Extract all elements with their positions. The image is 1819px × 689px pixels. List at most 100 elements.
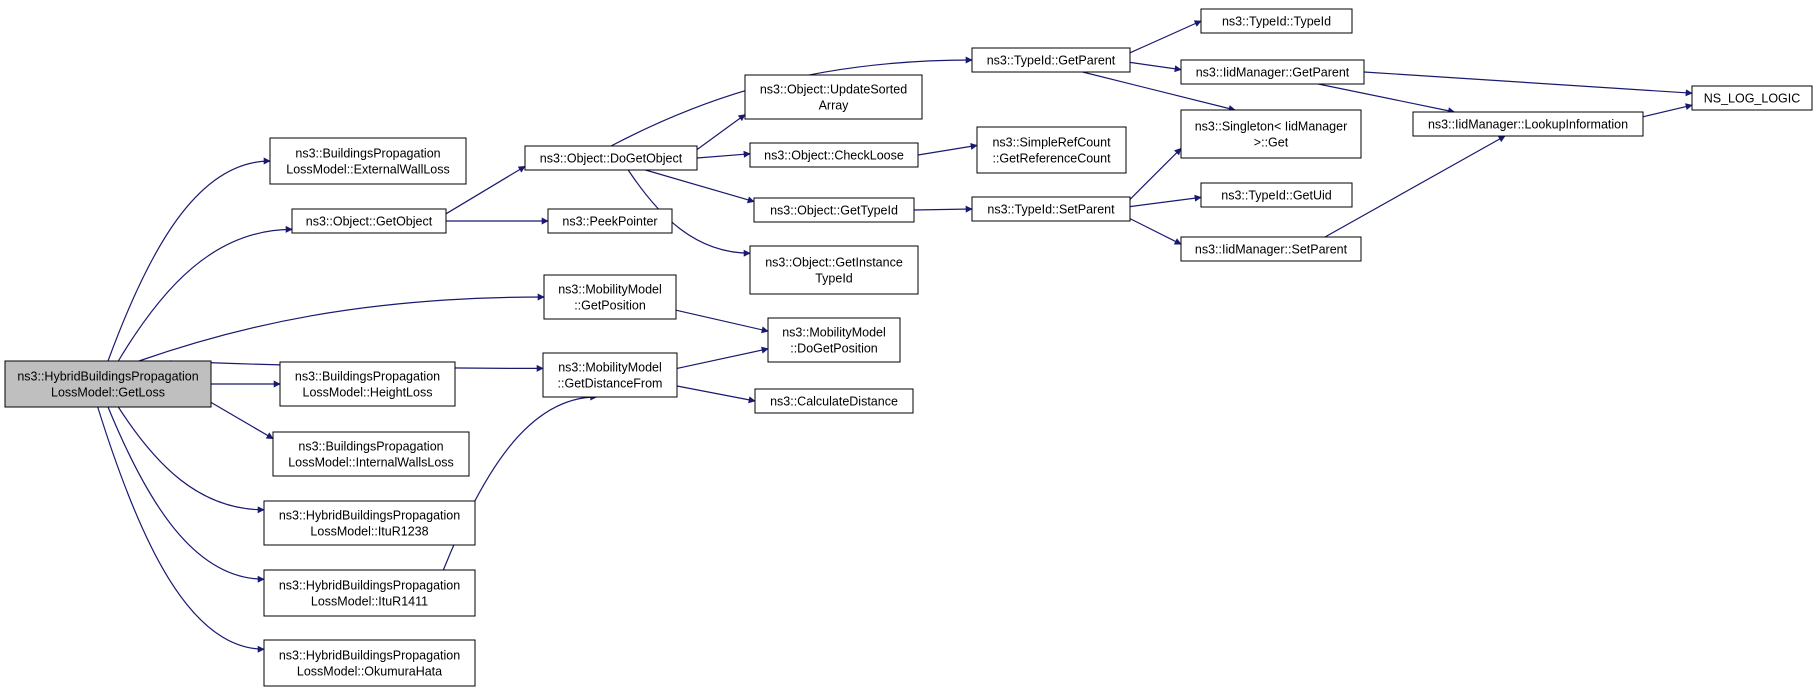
node-box bbox=[547, 208, 673, 234]
node-obj-gettypeid[interactable]: ns3::Object::GetTypeId bbox=[753, 197, 915, 223]
edge-iid_getparent-to-ns_log_logic bbox=[1363, 71, 1693, 97]
node-obj-checkloose[interactable]: ns3::Object::CheckLoose bbox=[749, 142, 919, 168]
node-label-line: ns3::TypeId::GetUid bbox=[1221, 189, 1332, 203]
node-box bbox=[543, 274, 677, 320]
edge-root-to-hb_itur1411 bbox=[107, 406, 265, 583]
node-label-line: LossModel::OkumuraHata bbox=[297, 665, 442, 679]
node-label-line: ::GetPosition bbox=[574, 299, 646, 313]
node-hb-okumura[interactable]: ns3::HybridBuildingsPropagationLossModel… bbox=[263, 639, 476, 687]
node-box bbox=[1412, 111, 1644, 137]
edge-typeid_getparent-to-iid_getparent bbox=[1129, 61, 1182, 73]
node-mm-getposition[interactable]: ns3::MobilityModel::GetPosition bbox=[543, 274, 677, 320]
node-label-line: ns3::IidManager::LookupInformation bbox=[1428, 118, 1628, 132]
node-label-line: TypeId bbox=[815, 272, 853, 286]
node-obj-getobject[interactable]: ns3::Object::GetObject bbox=[291, 208, 447, 234]
node-box bbox=[263, 500, 476, 546]
node-box bbox=[744, 74, 923, 120]
node-typeid-setparent[interactable]: ns3::TypeId::SetParent bbox=[971, 196, 1131, 222]
node-box bbox=[272, 431, 470, 477]
node-label-line: ns3::TypeId::TypeId bbox=[1222, 15, 1331, 29]
edge-obj_getobject-to-obj_dogetobject bbox=[445, 165, 526, 215]
node-ns-log-logic[interactable]: NS_LOG_LOGIC bbox=[1691, 85, 1813, 111]
edge-obj_dogetobject-to-obj_updatesorted bbox=[696, 114, 746, 151]
node-label-line: ::DoGetPosition bbox=[790, 342, 878, 356]
node-singleton-get[interactable]: ns3::Singleton< IidManager>::Get bbox=[1180, 109, 1362, 159]
edge-typeid_getparent-to-typeid_typeid bbox=[1129, 20, 1202, 54]
node-mm-getdistance[interactable]: ns3::MobilityModel::GetDistanceFrom bbox=[542, 352, 678, 398]
node-label-line: ns3::BuildingsPropagation bbox=[298, 440, 443, 454]
node-label-line: LossModel::ItuR1411 bbox=[311, 595, 428, 609]
edge-root-to-mm_getposition bbox=[138, 293, 545, 362]
node-box bbox=[1691, 85, 1813, 111]
node-mm-dogetposition[interactable]: ns3::MobilityModel::DoGetPosition bbox=[767, 317, 901, 363]
edge-obj_dogetobject-to-obj_gettypeid bbox=[645, 169, 755, 204]
node-typeid-typeid[interactable]: ns3::TypeId::TypeId bbox=[1200, 8, 1353, 34]
node-label-line: ns3::Object::GetInstance bbox=[765, 256, 903, 270]
node-typeid-getuid[interactable]: ns3::TypeId::GetUid bbox=[1200, 182, 1353, 208]
node-label-line: LossModel::ItuR1238 bbox=[310, 525, 428, 539]
edge-iid_getparent-to-iid_lookup bbox=[1318, 83, 1456, 115]
edge-typeid_getparent-to-singleton_get bbox=[1082, 71, 1236, 112]
node-label-line: LossModel::ExternalWallLoss bbox=[286, 163, 450, 177]
node-box bbox=[1200, 182, 1353, 208]
node-box bbox=[279, 361, 456, 407]
node-root[interactable]: ns3::HybridBuildingsPropagationLossModel… bbox=[4, 360, 212, 408]
node-label-line: ns3::Object::UpdateSorted bbox=[760, 83, 907, 97]
node-box bbox=[1200, 8, 1353, 34]
node-label-line: ns3::MobilityModel bbox=[558, 283, 662, 297]
node-iid-getparent[interactable]: ns3::IidManager::GetParent bbox=[1180, 59, 1365, 85]
edge-mm_getdistance-to-mm_dogetposition bbox=[676, 346, 769, 369]
node-box bbox=[749, 245, 919, 295]
node-typeid-getparent[interactable]: ns3::TypeId::GetParent bbox=[971, 47, 1131, 73]
edge-root-to-obj_getobject bbox=[117, 225, 293, 362]
node-box bbox=[1180, 109, 1362, 159]
node-box bbox=[263, 639, 476, 687]
node-obj-dogetobject[interactable]: ns3::Object::DoGetObject bbox=[524, 145, 698, 171]
node-box bbox=[263, 569, 476, 617]
node-label-line: ns3::IidManager::GetParent bbox=[1196, 66, 1350, 80]
node-label-line: ns3::Object::GetTypeId bbox=[770, 204, 898, 218]
node-box bbox=[542, 352, 678, 398]
node-box bbox=[749, 142, 919, 168]
node-label-line: ns3::Object::GetObject bbox=[306, 215, 433, 229]
node-label-line: ns3::MobilityModel bbox=[558, 361, 662, 375]
node-iid-setparent[interactable]: ns3::IidManager::SetParent bbox=[1180, 236, 1362, 262]
node-label-line: ns3::Object::CheckLoose bbox=[764, 149, 904, 163]
node-bpl-internal[interactable]: ns3::BuildingsPropagationLossModel::Inte… bbox=[272, 431, 470, 477]
node-label-line: ns3::IidManager::SetParent bbox=[1195, 243, 1348, 257]
node-label-line: ns3::SimpleRefCount bbox=[992, 136, 1111, 150]
node-iid-lookup[interactable]: ns3::IidManager::LookupInformation bbox=[1412, 111, 1644, 137]
edge-root-to-bpl_internal bbox=[210, 401, 274, 440]
edge-root-to-hb_itur1238 bbox=[117, 406, 265, 514]
node-hb-itur1238[interactable]: ns3::HybridBuildingsPropagationLossModel… bbox=[263, 500, 476, 546]
node-calcdistance[interactable]: ns3::CalculateDistance bbox=[754, 388, 914, 414]
edge-obj_checkloose-to-simplerefcount bbox=[917, 142, 978, 156]
edge-root-to-hb_okumura bbox=[97, 406, 265, 653]
node-box bbox=[524, 145, 698, 171]
node-label-line: ns3::HybridBuildingsPropagation bbox=[279, 649, 460, 663]
node-box bbox=[753, 197, 915, 223]
node-label-line: ::GetDistanceFrom bbox=[558, 377, 663, 391]
node-label-line: ns3::BuildingsPropagation bbox=[295, 147, 440, 161]
node-label-line: LossModel::InternalWallsLoss bbox=[288, 456, 454, 470]
node-bpl-external[interactable]: ns3::BuildingsPropagationLossModel::Exte… bbox=[269, 137, 467, 185]
node-peekpointer[interactable]: ns3::PeekPointer bbox=[547, 208, 673, 234]
node-label-line: Array bbox=[819, 99, 850, 113]
node-box bbox=[767, 317, 901, 363]
node-simplerefcount[interactable]: ns3::SimpleRefCount::GetReferenceCount bbox=[976, 126, 1127, 174]
edge-obj_dogetobject-to-obj_checkloose bbox=[696, 150, 751, 159]
node-box bbox=[976, 126, 1127, 174]
node-box bbox=[269, 137, 467, 185]
node-box bbox=[971, 47, 1131, 73]
node-label-line: ns3::BuildingsPropagation bbox=[295, 370, 440, 384]
edge-typeid_setparent-to-iid_setparent bbox=[1129, 218, 1182, 245]
edge-obj_dogetobject-to-obj_getinstance bbox=[627, 169, 751, 257]
node-bpl-height[interactable]: ns3::BuildingsPropagationLossModel::Heig… bbox=[279, 361, 456, 407]
node-hb-itur1411[interactable]: ns3::HybridBuildingsPropagationLossModel… bbox=[263, 569, 476, 617]
node-label-line: NS_LOG_LOGIC bbox=[1704, 92, 1801, 106]
edge-typeid_setparent-to-typeid_getuid bbox=[1129, 194, 1202, 208]
edge-iid_setparent-to-iid_lookup bbox=[1324, 135, 1506, 238]
